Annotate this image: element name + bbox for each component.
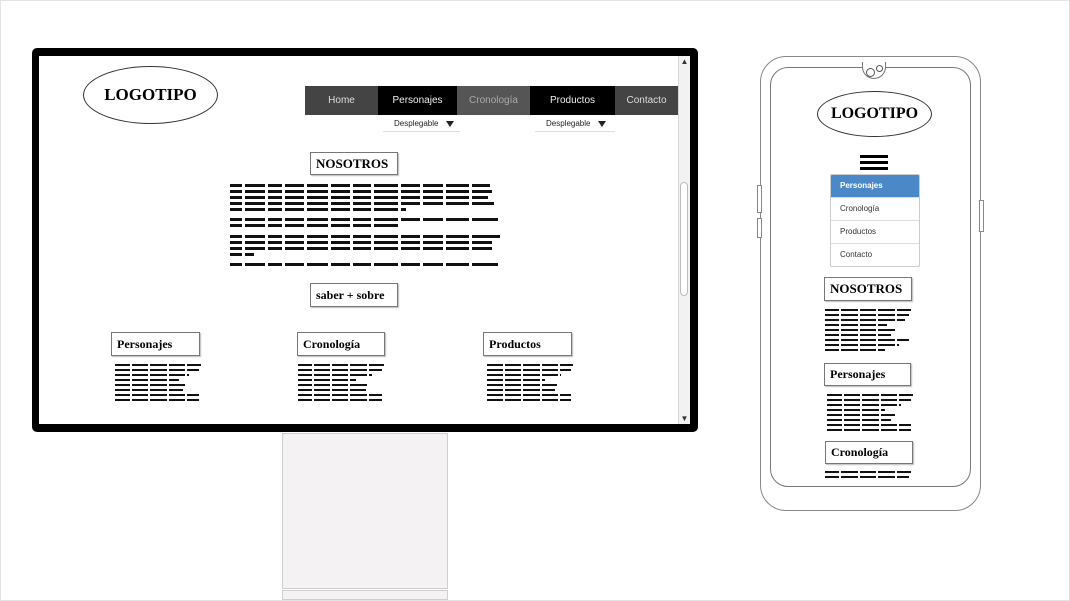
personajes-placeholder-text xyxy=(115,363,201,403)
saber-mas-label: saber + sobre xyxy=(316,287,385,302)
nosotros-title: NOSOTROS xyxy=(310,152,398,175)
text-line xyxy=(230,263,498,266)
section-cronologia-title: Cronología xyxy=(297,332,385,356)
dropdown-arrow-icon xyxy=(598,120,607,127)
section-title-text: Personajes xyxy=(117,336,173,351)
dropdown-label: Desplegable xyxy=(394,118,439,128)
text-line xyxy=(230,190,492,193)
phone-side-button xyxy=(757,218,762,238)
section-title-text: NOSOTROS xyxy=(830,281,903,296)
nav-contacto[interactable]: Contacto xyxy=(615,86,678,115)
desktop-screen: LOGOTIPO Home Personajes Cronología Prod… xyxy=(39,56,690,424)
hamburger-menu-icon[interactable] xyxy=(860,155,888,171)
productos-placeholder-text xyxy=(487,363,573,403)
camera-icon xyxy=(876,65,883,72)
scroll-thumb[interactable] xyxy=(680,182,688,296)
mobile-logo[interactable]: LOGOTIPO xyxy=(817,91,932,137)
nosotros-placeholder-text xyxy=(230,183,500,272)
nav-personajes[interactable]: Personajes xyxy=(378,86,457,115)
cronologia-placeholder-text xyxy=(298,363,384,403)
text-line xyxy=(230,202,494,205)
text-line xyxy=(230,235,500,238)
section-title-text: Productos xyxy=(489,336,541,351)
phone-side-button xyxy=(757,185,762,213)
desktop-logo-text: LOGOTIPO xyxy=(104,85,197,104)
nosotros-title-text: NOSOTROS xyxy=(316,155,389,171)
text-line xyxy=(230,184,490,187)
section-title-text: Cronología xyxy=(303,336,361,351)
phone-side-button xyxy=(979,200,984,232)
section-productos-title: Productos xyxy=(483,332,572,356)
text-line xyxy=(230,208,406,211)
nav-home[interactable]: Home xyxy=(305,86,378,115)
dropdown-personajes[interactable]: Desplegable xyxy=(383,116,460,132)
mobile-logo-text: LOGOTIPO xyxy=(830,105,919,122)
mobile-nosotros-title: NOSOTROS xyxy=(824,277,912,301)
mobile-personajes-title: Personajes xyxy=(824,363,911,386)
dropdown-productos[interactable]: Desplegable xyxy=(535,116,615,132)
text-line xyxy=(230,224,400,227)
mobile-menu-personajes[interactable]: Personajes xyxy=(831,175,919,197)
mobile-cronologia-placeholder-text xyxy=(825,470,911,482)
dropdown-label: Desplegable xyxy=(546,118,591,128)
dropdown-arrow-icon xyxy=(446,120,455,127)
scroll-down-icon[interactable]: ▼ xyxy=(680,414,689,423)
nav-productos[interactable]: Productos xyxy=(530,86,615,115)
mobile-nosotros-placeholder-text xyxy=(825,308,911,352)
nav-cronologia[interactable]: Cronología xyxy=(457,86,530,115)
mobile-menu-cronologia[interactable]: Cronología xyxy=(831,197,919,220)
mobile-menu-contacto[interactable]: Contacto xyxy=(831,243,919,266)
saber-mas-button[interactable]: saber + sobre xyxy=(310,283,398,307)
desktop-logo[interactable]: LOGOTIPO xyxy=(83,66,218,124)
section-title-text: Cronología xyxy=(831,445,889,459)
camera-icon xyxy=(866,68,875,77)
desktop-nav: Home Personajes Cronología Productos Con… xyxy=(305,86,678,115)
mobile-cronologia-title: Cronología xyxy=(825,441,913,464)
text-line xyxy=(230,247,492,250)
text-line xyxy=(230,218,498,221)
text-line xyxy=(230,196,488,199)
text-line xyxy=(230,241,492,244)
mobile-menu-productos[interactable]: Productos xyxy=(831,220,919,243)
desktop-scrollbar[interactable]: ▲ ▼ xyxy=(678,56,690,424)
mobile-personajes-placeholder-text xyxy=(827,393,913,433)
section-personajes-title: Personajes xyxy=(111,332,200,356)
scroll-up-icon[interactable]: ▲ xyxy=(680,57,689,66)
monitor-stand-base xyxy=(282,590,448,600)
monitor-stand xyxy=(282,433,448,589)
mobile-menu: Personajes Cronología Productos Contacto xyxy=(830,174,920,267)
section-title-text: Personajes xyxy=(830,367,886,381)
